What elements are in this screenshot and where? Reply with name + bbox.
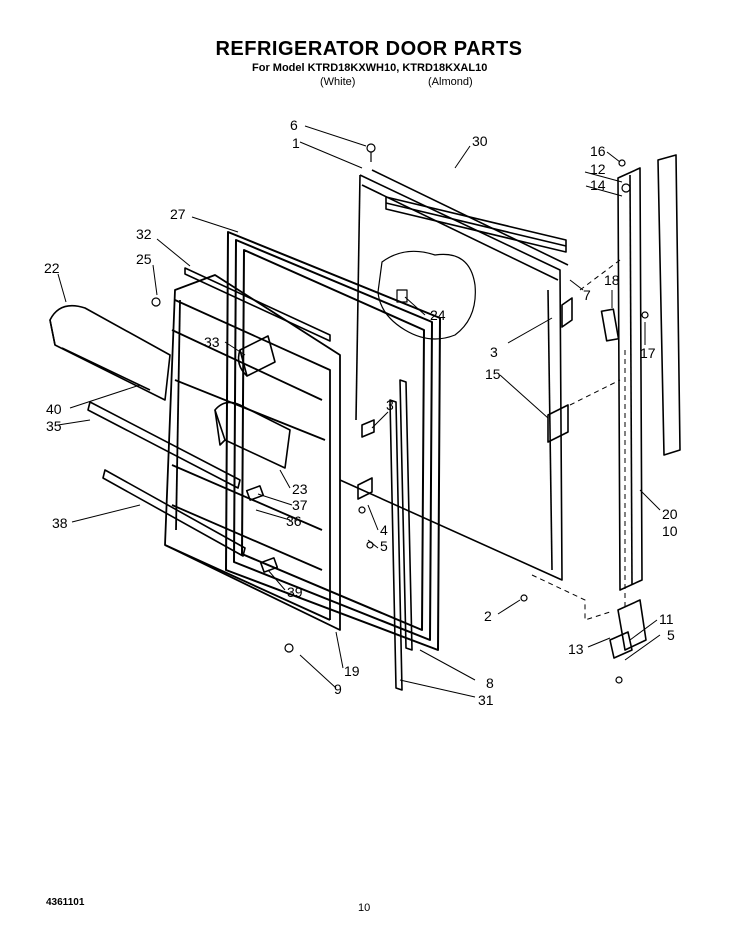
callout-33: 33 (204, 334, 220, 350)
callout-22: 22 (44, 260, 60, 276)
callout-5-left: 5 (380, 538, 388, 554)
door-gasket (225, 231, 441, 651)
alignment-lines (531, 259, 626, 621)
callout-12: 12 (590, 161, 606, 177)
callout-27: 27 (170, 206, 186, 222)
callout-19: 19 (344, 663, 360, 679)
trim-strip-32 (184, 267, 331, 342)
upper-bin-33 (237, 335, 276, 377)
callout-11: 11 (659, 611, 674, 627)
shelf-bar-38 (102, 469, 246, 557)
callout-35: 35 (46, 418, 62, 434)
callout-3-left: 3 (386, 397, 394, 413)
leader-lines (57, 125, 661, 698)
callout-1: 1 (292, 135, 300, 151)
callout-36: 36 (286, 513, 302, 529)
shelf-bar-35 (87, 401, 241, 489)
callout-18: 18 (604, 272, 620, 288)
page-number: 10 (358, 902, 371, 914)
callout-9: 9 (334, 681, 342, 697)
callout-8: 8 (486, 675, 494, 691)
callout-2: 2 (484, 608, 492, 624)
callout-labels: 6 1 30 16 12 14 27 32 25 22 18 7 24 33 3… (44, 117, 678, 708)
callout-17: 17 (640, 345, 656, 361)
callout-20: 20 (662, 506, 678, 522)
callout-39: 39 (287, 584, 303, 600)
insulation-blob (377, 250, 476, 340)
callout-15: 15 (485, 366, 501, 382)
strip-31 (389, 399, 403, 691)
callout-14: 14 (590, 177, 606, 193)
callout-3-right: 3 (490, 344, 498, 360)
dairy-door-22 (49, 304, 171, 401)
callout-37: 37 (292, 497, 308, 513)
callout-6: 6 (290, 117, 298, 133)
callout-32: 32 (136, 226, 152, 242)
screws (151, 143, 649, 684)
callout-13: 13 (568, 641, 584, 657)
document-number: 4361101 (46, 897, 85, 908)
retainer-39 (259, 557, 279, 573)
callout-24: 24 (430, 307, 446, 323)
callout-38: 38 (52, 515, 68, 531)
top-trim-strip (385, 196, 567, 253)
model-line: For Model KTRD18KXWH10, KTRD18KXAL10 (252, 62, 488, 74)
callout-30: 30 (472, 133, 488, 149)
retainer-37 (245, 485, 265, 501)
callout-4: 4 (380, 522, 388, 538)
callout-31: 31 (478, 692, 494, 708)
callout-25: 25 (136, 251, 152, 267)
diagram-title: REFRIGERATOR DOOR PARTS (215, 38, 523, 60)
callout-5-right: 5 (667, 627, 675, 643)
lower-bin-23 (214, 401, 291, 469)
strip-8 (399, 379, 413, 651)
callout-23: 23 (292, 481, 308, 497)
callout-40: 40 (46, 401, 62, 417)
variant-white: (White) (320, 76, 356, 88)
upper-hinge-assembly (600, 154, 681, 659)
variant-almond: (Almond) (428, 76, 473, 88)
door-stop-assembly (357, 297, 573, 500)
callout-10: 10 (662, 523, 678, 539)
callout-7: 7 (583, 287, 591, 303)
callout-16: 16 (590, 143, 606, 159)
